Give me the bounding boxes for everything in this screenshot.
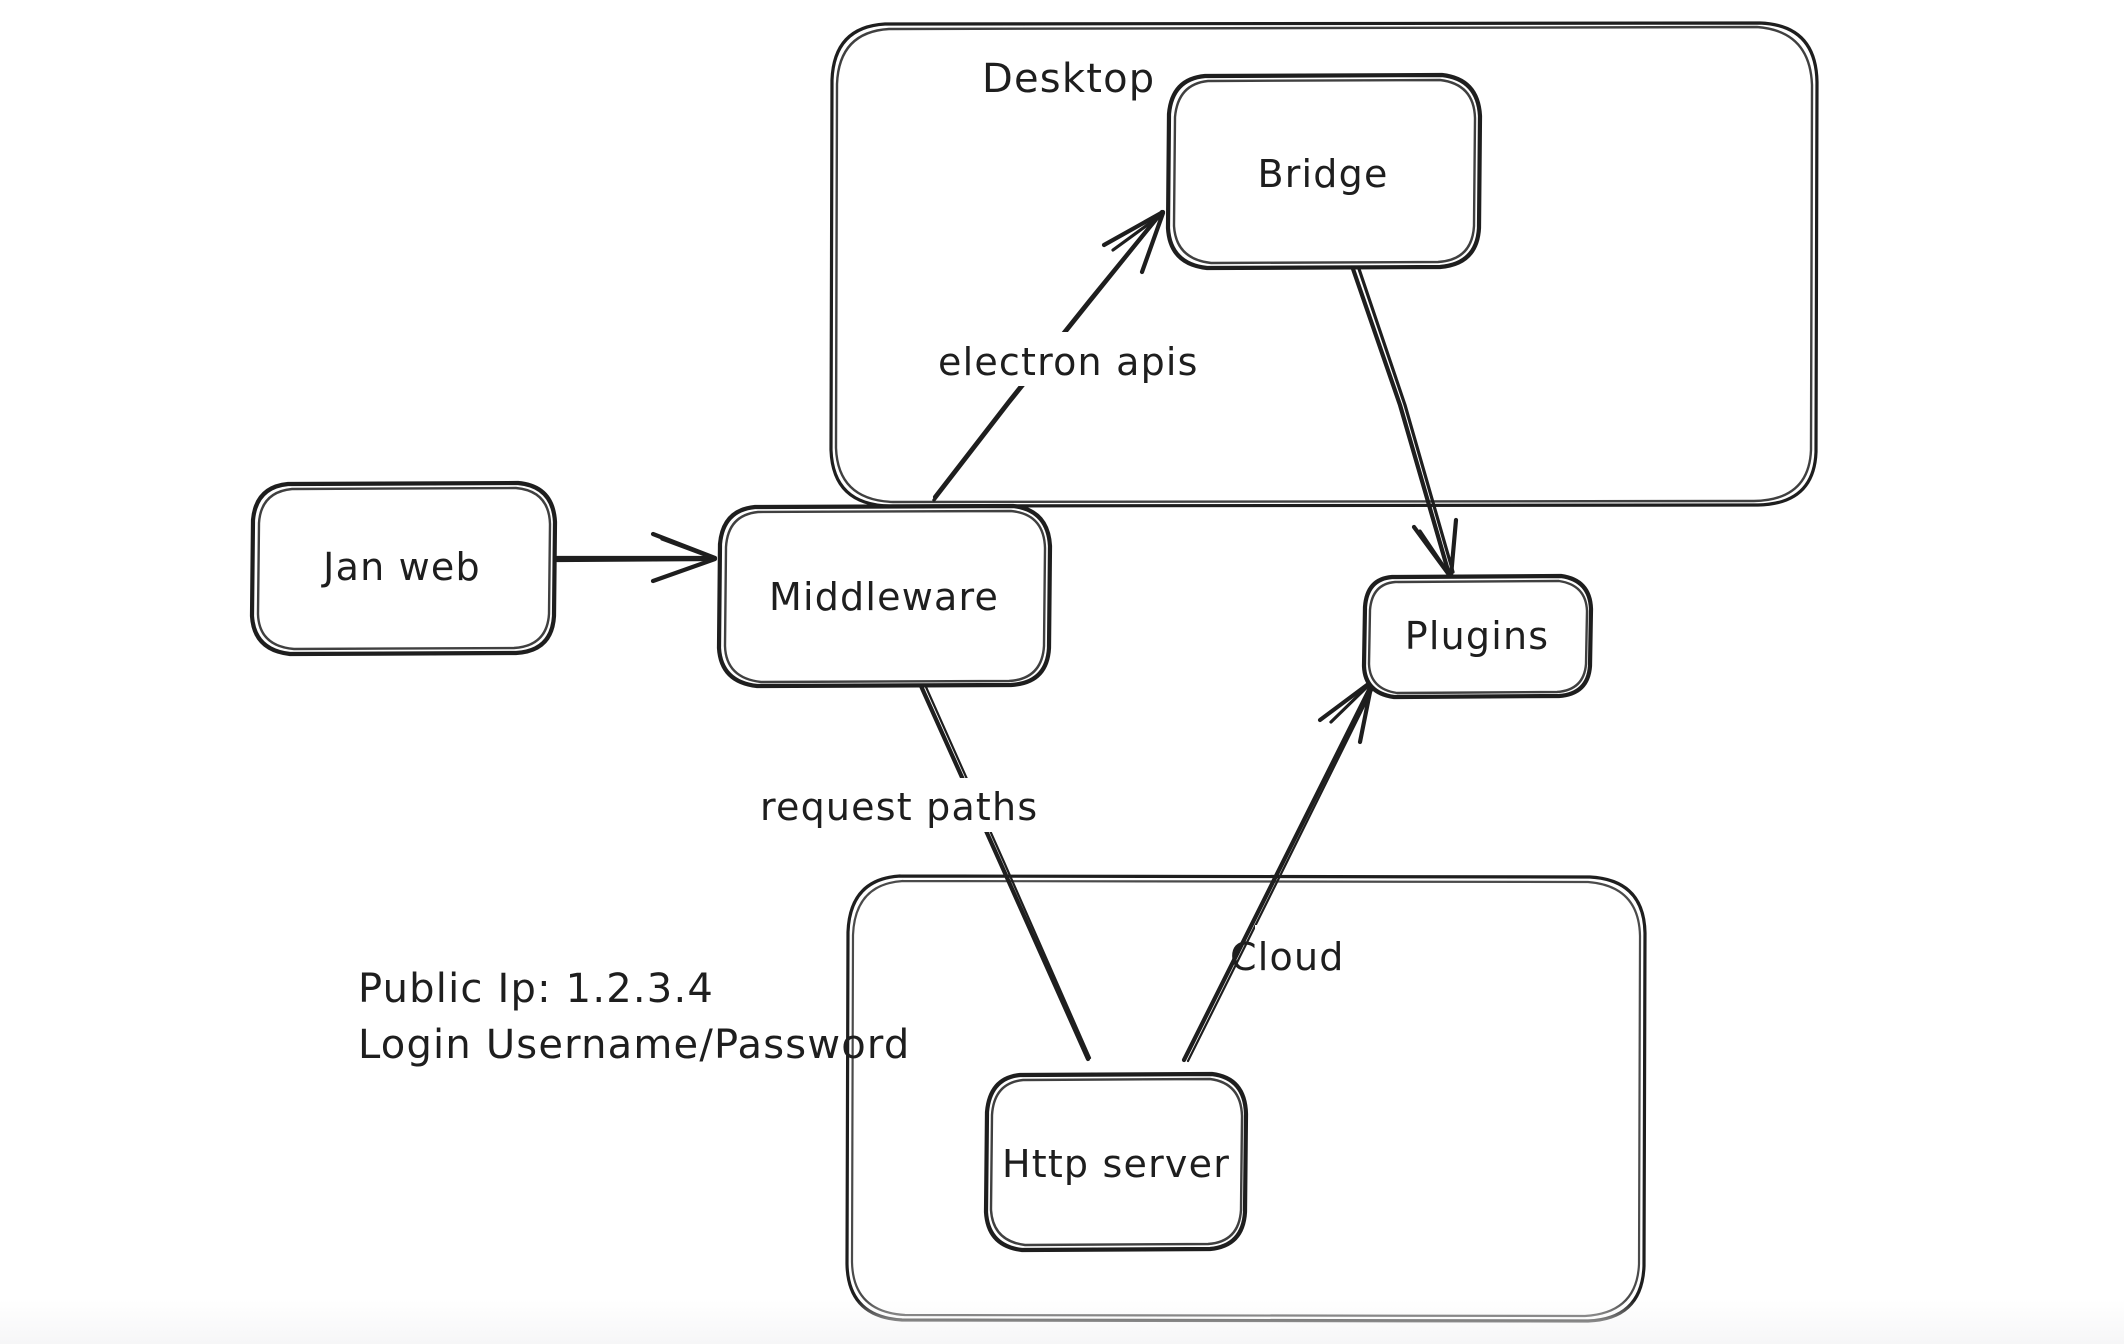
edge-label-electron-apis-text: electron apis — [938, 340, 1199, 384]
note-login-credentials: Login Username/Password — [358, 1022, 910, 1068]
node-bridge[interactable]: Bridge — [1165, 72, 1483, 271]
node-bridge-label: Bridge — [1257, 152, 1388, 196]
edge-janweb-to-middleware[interactable] — [554, 531, 718, 584]
edge-label-cloud: Cloud — [1230, 925, 1385, 979]
edge-label-electron-apis: electron apis — [930, 332, 1200, 386]
edge-label-cloud-text: Cloud — [1230, 935, 1345, 979]
node-middleware-label: Middleware — [769, 575, 999, 619]
node-jan-web-label: Jan web — [321, 545, 481, 589]
note-login-credentials-text: Login Username/Password — [358, 1022, 910, 1068]
edge-middleware-to-http[interactable] — [918, 683, 1092, 1062]
node-plugins[interactable]: Plugins — [1361, 573, 1594, 700]
edge-http-to-plugins[interactable] — [1181, 679, 1376, 1063]
node-http-server[interactable]: Http server — [983, 1071, 1249, 1253]
container-desktop-label: Desktop — [982, 56, 1155, 102]
note-public-ip: Public Ip: 1.2.3.4 — [358, 966, 714, 1012]
node-plugins-label: Plugins — [1405, 614, 1550, 658]
edge-label-request-paths: request paths — [755, 778, 1075, 832]
edge-label-request-paths-text: request paths — [760, 785, 1038, 829]
node-http-server-label: Http server — [1002, 1142, 1230, 1186]
container-desktop[interactable]: Desktop — [829, 21, 1819, 508]
node-middleware[interactable]: Middleware — [716, 503, 1053, 689]
note-public-ip-text: Public Ip: 1.2.3.4 — [358, 966, 714, 1012]
edge-bridge-to-plugins[interactable] — [1349, 263, 1459, 579]
node-jan-web[interactable]: Jan web — [249, 480, 558, 657]
